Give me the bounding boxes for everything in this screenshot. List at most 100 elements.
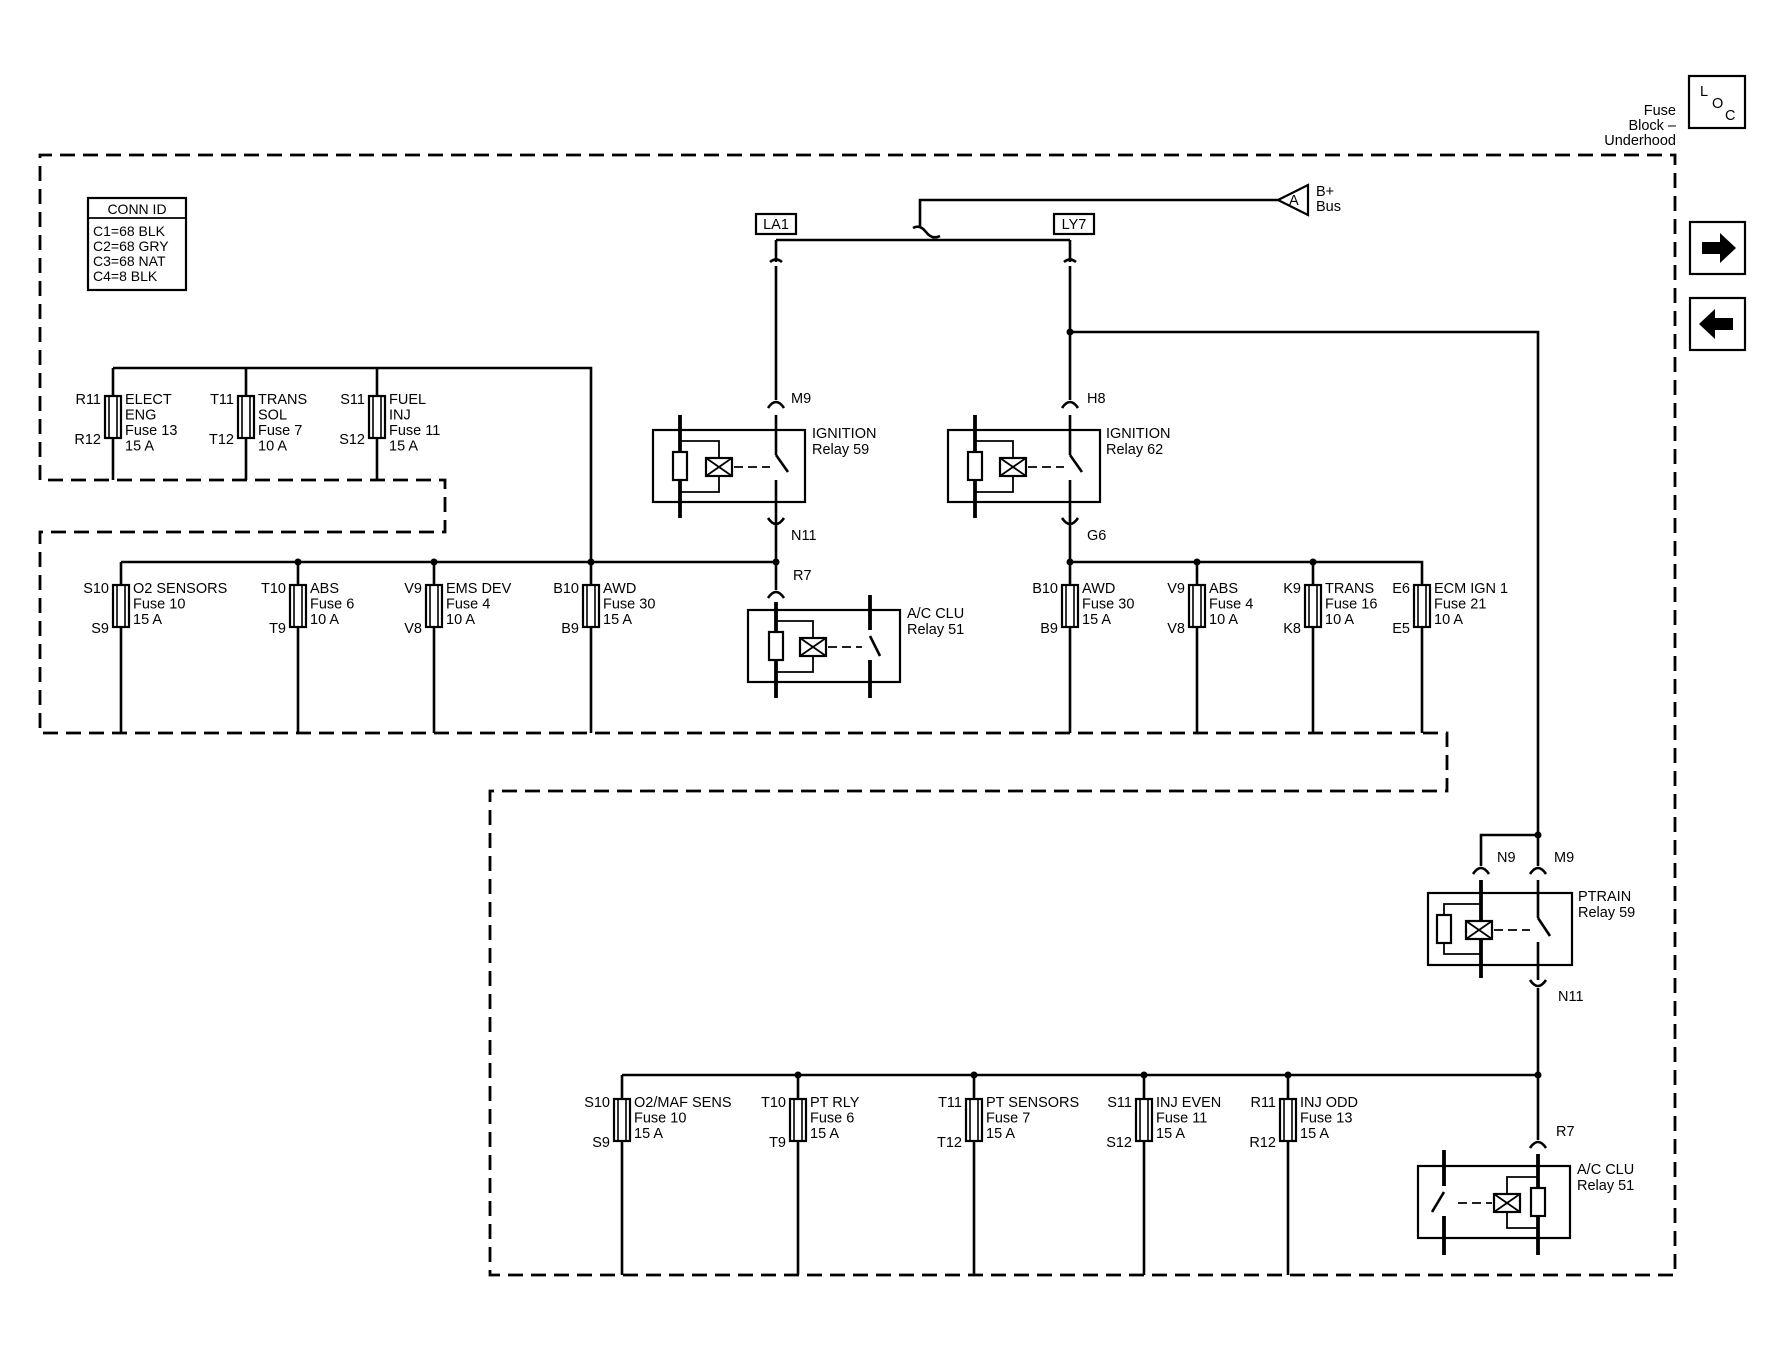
pin-label: N11 — [791, 528, 817, 544]
fuse-label: AWD — [603, 581, 636, 597]
conn-id-title: CONN ID — [107, 201, 166, 217]
power-feed: A B+ Bus LA1 LY7 — [754, 183, 1341, 262]
loc-letter: O — [1712, 96, 1723, 112]
fuse-label: 10 A — [1325, 612, 1354, 628]
fuse-label: 10 A — [258, 439, 287, 455]
fuse-pin-bottom: T12 — [937, 1135, 962, 1151]
fuse-pin-top: S10 — [83, 581, 109, 597]
fuse-label: Fuse 11 — [389, 423, 440, 439]
loc-letter: L — [1700, 84, 1708, 100]
fuse-pin-top: T11 — [210, 392, 234, 408]
relay-ignition-59: M9 N11 IGNITION Relay 59 — [651, 391, 876, 544]
fuse-label: Fuse 7 — [258, 423, 302, 439]
title-line: Fuse — [1644, 103, 1676, 119]
conn-id-line: C2=68 GRY — [93, 238, 169, 254]
relay-label: Relay 51 — [907, 622, 964, 638]
power-label: Bus — [1316, 199, 1341, 215]
fuse-label: AWD — [1082, 581, 1115, 597]
fuse-pin-bottom: K8 — [1283, 621, 1301, 637]
fuse-pin-bottom: S12 — [339, 432, 365, 448]
fuse-pin-bottom: S9 — [91, 621, 109, 637]
fuse-pin-top: S10 — [584, 1095, 610, 1111]
fuse-label: Fuse 6 — [310, 597, 354, 613]
fuse-label: 15 A — [986, 1126, 1015, 1142]
fuse-label: Fuse 10 — [133, 597, 185, 613]
fuse-pin-top: R11 — [1250, 1095, 1276, 1111]
fuse-label: Fuse 13 — [1300, 1111, 1352, 1127]
pin-label: H8 — [1087, 391, 1106, 407]
fuse-pin-top: R11 — [75, 392, 101, 408]
component-boundary — [38, 153, 1677, 1277]
fuse-label: 15 A — [603, 612, 632, 628]
next-page-button[interactable] — [1688, 220, 1747, 276]
pin-label: G6 — [1087, 528, 1106, 544]
fuse-label: TRANS — [1325, 581, 1374, 597]
conn-id-line: C1=68 BLK — [93, 223, 166, 239]
fuse-label: ENG — [125, 408, 156, 424]
loc-icon: L O C — [1687, 74, 1747, 130]
fuse-pin-top: T10 — [761, 1095, 786, 1111]
fuse-pin-top: K9 — [1283, 581, 1301, 597]
conn-id-line: C3=68 NAT — [93, 253, 166, 269]
relay-label: IGNITION — [1106, 426, 1170, 442]
fuse-label: O2/MAF SENS — [634, 1095, 732, 1111]
battery-connector-icon: A — [1275, 183, 1310, 217]
fuse-label: PT SENSORS — [986, 1095, 1079, 1111]
fuse-pin-bottom: V8 — [404, 621, 422, 637]
fuse-label: TRANS — [258, 392, 307, 408]
pin-label: N11 — [1558, 989, 1584, 1005]
fuse-label: 10 A — [446, 612, 475, 628]
fuse-label: INJ — [389, 408, 411, 424]
fuse-pin-bottom: V8 — [1167, 621, 1185, 637]
fuse-pin-bottom: S12 — [1106, 1135, 1132, 1151]
relay-label: A/C CLU — [1577, 1162, 1634, 1178]
fuse-label: Fuse 16 — [1325, 597, 1377, 613]
fuse-label: Fuse 30 — [603, 597, 655, 613]
power-ref: A — [1289, 193, 1299, 209]
header: Fuse Block – Underhood L O C — [1604, 74, 1747, 149]
fuse-pin-bottom: B9 — [561, 621, 579, 637]
pin-label: N9 — [1497, 850, 1516, 866]
fuse-label: Fuse 4 — [1209, 597, 1253, 613]
fuse-label: 15 A — [1156, 1126, 1185, 1142]
relay-ac-clu-lower: R7 A/C CLU Relay 51 — [1416, 1124, 1634, 1255]
splice-label: LA1 — [763, 217, 789, 233]
fuse-pin-top: B10 — [553, 581, 579, 597]
fuse-label: 15 A — [1300, 1126, 1329, 1142]
fuse-pin-bottom: B9 — [1040, 621, 1058, 637]
prev-page-button[interactable] — [1688, 296, 1747, 352]
fuse-label: 10 A — [1434, 612, 1463, 628]
fuse-label: Fuse 6 — [810, 1111, 854, 1127]
relay-label: Relay 51 — [1577, 1178, 1634, 1194]
fuse-label: 15 A — [634, 1126, 663, 1142]
fuse-label: Fuse 13 — [125, 423, 177, 439]
fuse-pin-top: S11 — [340, 392, 365, 408]
fuse-pin-top: V9 — [404, 581, 422, 597]
fuse-label: Fuse 4 — [446, 597, 490, 613]
relay-label: A/C CLU — [907, 606, 964, 622]
fuse-label: SOL — [258, 408, 287, 424]
fuse-label: PT RLY — [810, 1095, 860, 1111]
pin-label: M9 — [791, 391, 811, 407]
fuse-label: FUEL — [389, 392, 426, 408]
fuse-pin-bottom: S9 — [592, 1135, 610, 1151]
arrow-right-icon — [1702, 233, 1736, 263]
title-line: Block – — [1628, 118, 1676, 134]
fuse-label: ELECT — [125, 392, 172, 408]
relay-ignition-62: H8 G6 IGNITION Relay 62 — [946, 391, 1170, 544]
conn-id-line: C4=8 BLK — [93, 268, 158, 284]
fuse-label: ABS — [310, 581, 339, 597]
relay-label: PTRAIN — [1578, 889, 1631, 905]
fuse-label: 15 A — [1082, 612, 1111, 628]
pin-label: R7 — [1556, 1124, 1575, 1140]
